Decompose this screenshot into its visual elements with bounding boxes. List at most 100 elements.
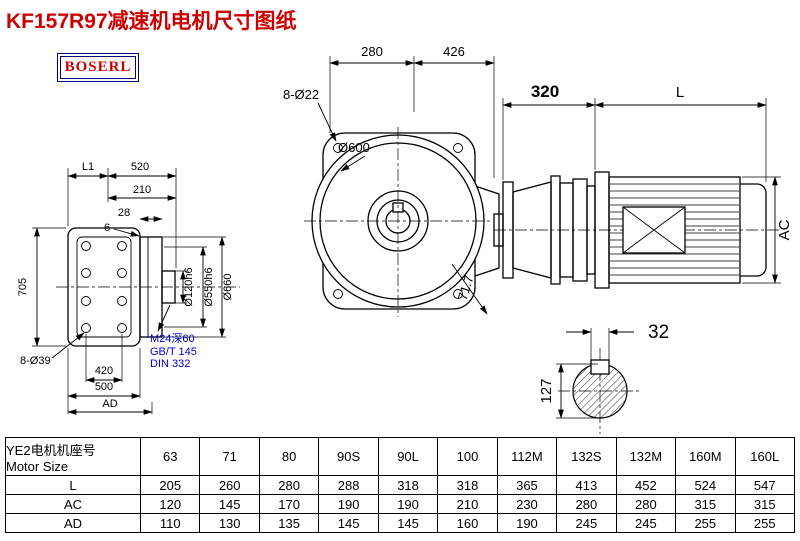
dimension-value: 210: [437, 494, 498, 514]
dim-500-label: 500: [95, 381, 113, 393]
dim-28-label: 28: [118, 207, 130, 219]
dimension-value: 245: [615, 513, 677, 533]
output-shaft: [161, 270, 176, 304]
dim-520-label: 520: [131, 161, 149, 173]
note-gb-label: GB/T 145: [150, 346, 197, 358]
size-column-header: 90L: [377, 437, 439, 476]
size-column-header: 63: [139, 437, 201, 476]
dimension-value: 315: [734, 494, 796, 514]
dimension-value: 245: [556, 513, 617, 533]
front-view: [304, 127, 500, 317]
dimension-value: 547: [734, 475, 796, 495]
motor-size-header: YE2电机机座号 Motor Size: [5, 437, 141, 476]
dia-550-label: Ø550h6: [203, 267, 215, 306]
size-column-header: 132S: [556, 437, 617, 476]
dimension-value: 130: [199, 513, 260, 533]
dimension-value: 318: [377, 475, 439, 495]
bolt-hole: [333, 143, 343, 153]
dim-AD-label: AD: [102, 398, 117, 410]
bolt-hole: [117, 268, 127, 278]
dimension-value: 255: [734, 513, 796, 533]
bolt-hole: [117, 323, 127, 333]
dimension-value: 190: [496, 513, 558, 533]
bolt-hole: [117, 241, 127, 251]
row-label: AD: [5, 513, 141, 533]
motor-size-header-en: Motor Size: [6, 458, 69, 474]
dimension-value: 145: [199, 494, 260, 514]
size-column-header: 71: [199, 437, 260, 476]
dimension-value: 145: [318, 513, 379, 533]
fan-cowl: [740, 183, 767, 277]
row-label: AC: [5, 494, 141, 514]
bolt-hole: [453, 143, 463, 153]
technical-drawing: 280 426 8-Ø22 Ø600: [17, 44, 793, 434]
dim-32-label: 32: [648, 322, 669, 343]
front-view-dimensions: 280 426 8-Ø22 Ø600: [283, 44, 495, 178]
boserl-logo: BOSERL: [57, 53, 139, 82]
housing-bracket: [474, 185, 500, 277]
dimension-value: 524: [675, 475, 736, 495]
size-column-header: 160M: [675, 437, 736, 476]
bolt-8-o39-label: 8-Ø39: [20, 355, 51, 367]
dimension-value: 315: [675, 494, 736, 514]
dimension-value: 120: [139, 494, 201, 514]
dim-L-label: L: [676, 84, 684, 101]
dimension-value: 110: [139, 513, 201, 533]
bolt-hole: [333, 289, 343, 299]
size-column-header: 80: [258, 437, 320, 476]
dimension-value: 452: [615, 475, 677, 495]
note-thread-label: M24深60: [150, 332, 195, 345]
size-column-header: 160L: [734, 437, 796, 476]
dim-71-7-label: 71.7: [455, 273, 477, 302]
dia-600-label: Ø600: [338, 140, 370, 155]
dim-705-label: 705: [17, 278, 29, 296]
bolt-hole: [117, 296, 127, 306]
dimension-value: 145: [377, 513, 439, 533]
dimension-value: 280: [556, 494, 617, 514]
shaft-section-dimensions: 32 127: [538, 322, 669, 419]
logo-text: BOSERL: [64, 59, 132, 75]
dimension-value: 318: [437, 475, 498, 495]
bolt-8-o22-label: 8-Ø22: [283, 87, 319, 102]
dia-120-label: Ø120h6: [183, 267, 195, 306]
left-view-dimensions: L1 520 210 28 6 Ø120h6 Ø550h6 Ø660 705 8…: [17, 161, 234, 415]
note-din-label: DIN 332: [150, 358, 190, 370]
bolt-hole: [81, 296, 91, 306]
dim-6-label: 6: [104, 222, 110, 234]
dimension-value: 205: [139, 475, 201, 495]
bolt-hole: [453, 289, 463, 299]
dimension-value: 190: [377, 494, 439, 514]
motor-size-header-cn: YE2电机机座号: [6, 442, 96, 458]
dim-320-label: 320: [531, 82, 559, 101]
dim-420-label: 420: [95, 365, 113, 377]
dimension-value: 280: [615, 494, 677, 514]
page-title: KF157R97减速机电机尺寸图纸: [6, 10, 297, 33]
dimension-value: 190: [318, 494, 379, 514]
dimension-value: 135: [258, 513, 320, 533]
bolt-hole: [81, 268, 91, 278]
dim-127-label: 127: [538, 378, 555, 403]
mounting-plate-inner: [76, 236, 132, 338]
dimension-value: 413: [556, 475, 617, 495]
dimension-value: 170: [258, 494, 320, 514]
dimension-value: 280: [258, 475, 320, 495]
side-view-dimensions: 320 L AC 71.7: [451, 82, 793, 315]
dimension-value: 365: [496, 475, 558, 495]
size-column-header: 132M: [615, 437, 677, 476]
left-view: [56, 227, 240, 347]
dim-210-label: 210: [133, 184, 151, 196]
shaft-keyway: [590, 359, 610, 375]
size-column-header: 90S: [318, 437, 379, 476]
dim-L1-label: L1: [82, 161, 94, 173]
dimension-value: 288: [318, 475, 379, 495]
bolt-hole: [81, 241, 91, 251]
motor-body: [608, 176, 741, 284]
dimension-value: 230: [496, 494, 558, 514]
dim-AC-label: AC: [776, 219, 793, 240]
dim-280-label: 280: [361, 44, 383, 59]
